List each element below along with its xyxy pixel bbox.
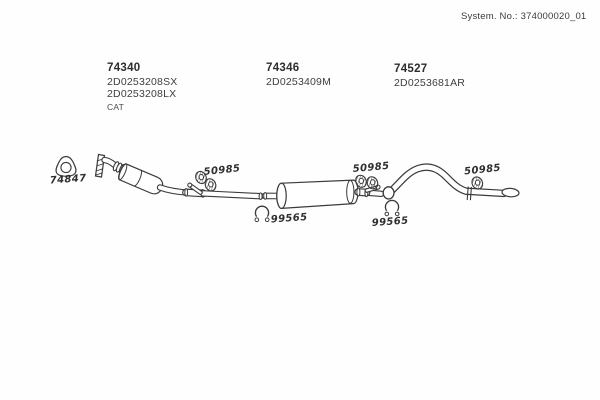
mid-clamp-part-label: 99565 [371, 215, 408, 229]
front-pipe [101, 156, 118, 169]
system-number: System. No.: 374000020_01 [461, 11, 587, 22]
assembly-part-number: 74527 [394, 63, 428, 75]
pipe-clamp-mid [384, 199, 400, 217]
rear-hanger-part-label: 50985 [464, 163, 502, 178]
oe-code: 2D0253208SX [107, 76, 178, 88]
tail-pipe-inlet-mouth [382, 186, 395, 200]
oe-code: 2D0253409M [266, 76, 332, 88]
tail-pipe [382, 163, 520, 201]
tail-pipe-clamp-ring [466, 186, 472, 201]
assembly-group-rear: 74527 2D0253681AR [394, 63, 465, 89]
assembly-part-number: 74346 [266, 62, 300, 74]
oe-code: 2D0253681AR [394, 77, 466, 89]
outlet-pipe [354, 187, 385, 198]
assembly-part-number: 74340 [107, 62, 141, 74]
catalytic-converter [118, 163, 164, 195]
gasket-part-label: 74847 [49, 173, 86, 187]
front-clamp-part-label: 99565 [270, 212, 307, 226]
mid-hanger-part-label: 50985 [352, 161, 390, 175]
assembly-group-front: 74340 2D0253208SX 2D0253208LX CAT [107, 62, 178, 114]
pipe-clamp-front [254, 205, 270, 223]
muffler [261, 179, 359, 210]
oe-code: 2D0253208LX [107, 88, 177, 101]
gasket-shape [55, 155, 77, 177]
tail-pipe-tip [501, 187, 520, 198]
assembly-group-middle: 74346 2D0253409M [266, 62, 331, 88]
hanger-bracket-front [187, 182, 203, 195]
mid-pipe [156, 184, 264, 200]
cat-tag: CAT [107, 102, 124, 113]
front-hanger-part-label: 50985 [203, 163, 241, 178]
